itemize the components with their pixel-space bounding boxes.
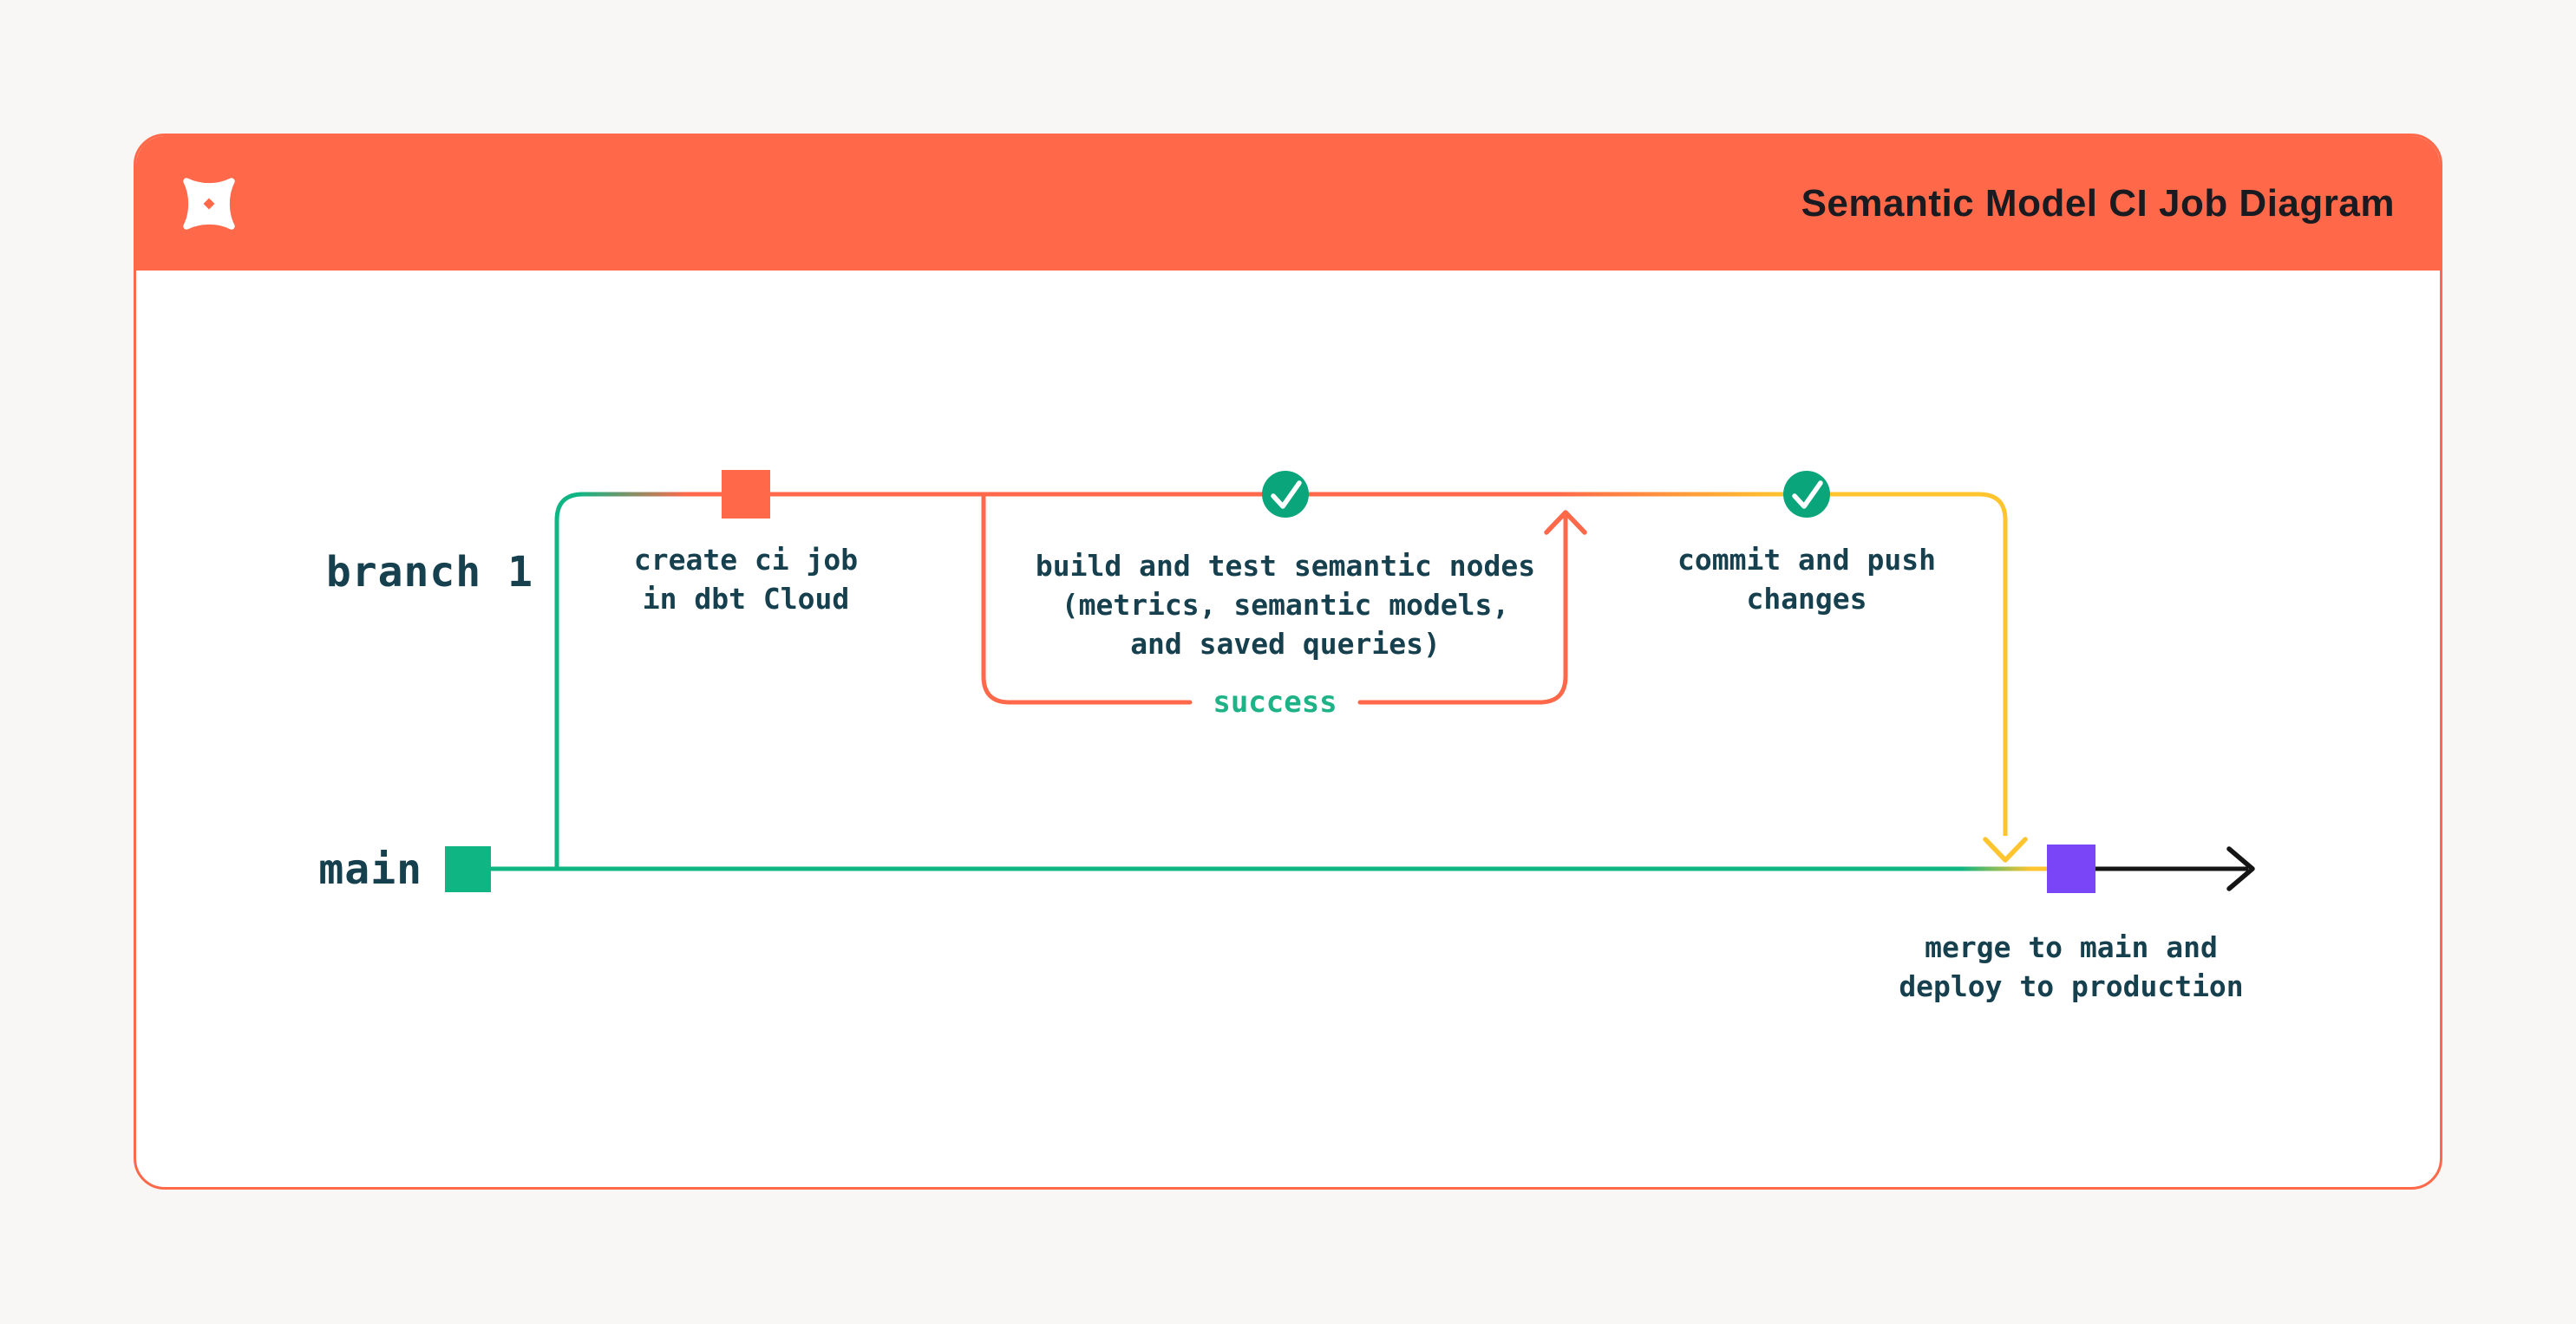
build-test-label: build and test semantic nodes (metrics, … <box>1035 549 1536 661</box>
main-label: main <box>318 845 422 894</box>
commit-push-label: commit and push changes <box>1677 543 1936 616</box>
card-header: Semantic Model CI Job Diagram <box>136 136 2440 271</box>
diagram-card: Semantic Model CI Job Diagram <box>134 134 2442 1190</box>
page-title: Semantic Model CI Job Diagram <box>1801 181 2395 225</box>
branch-1-label: branch 1 <box>325 548 533 597</box>
create-ci-job-label: create ci job in dbt Cloud <box>633 543 859 616</box>
success-label: success <box>1213 685 1337 720</box>
merge-deploy-label: merge to main and deploy to production <box>1899 930 2244 1003</box>
dbt-logo-icon <box>183 177 235 230</box>
